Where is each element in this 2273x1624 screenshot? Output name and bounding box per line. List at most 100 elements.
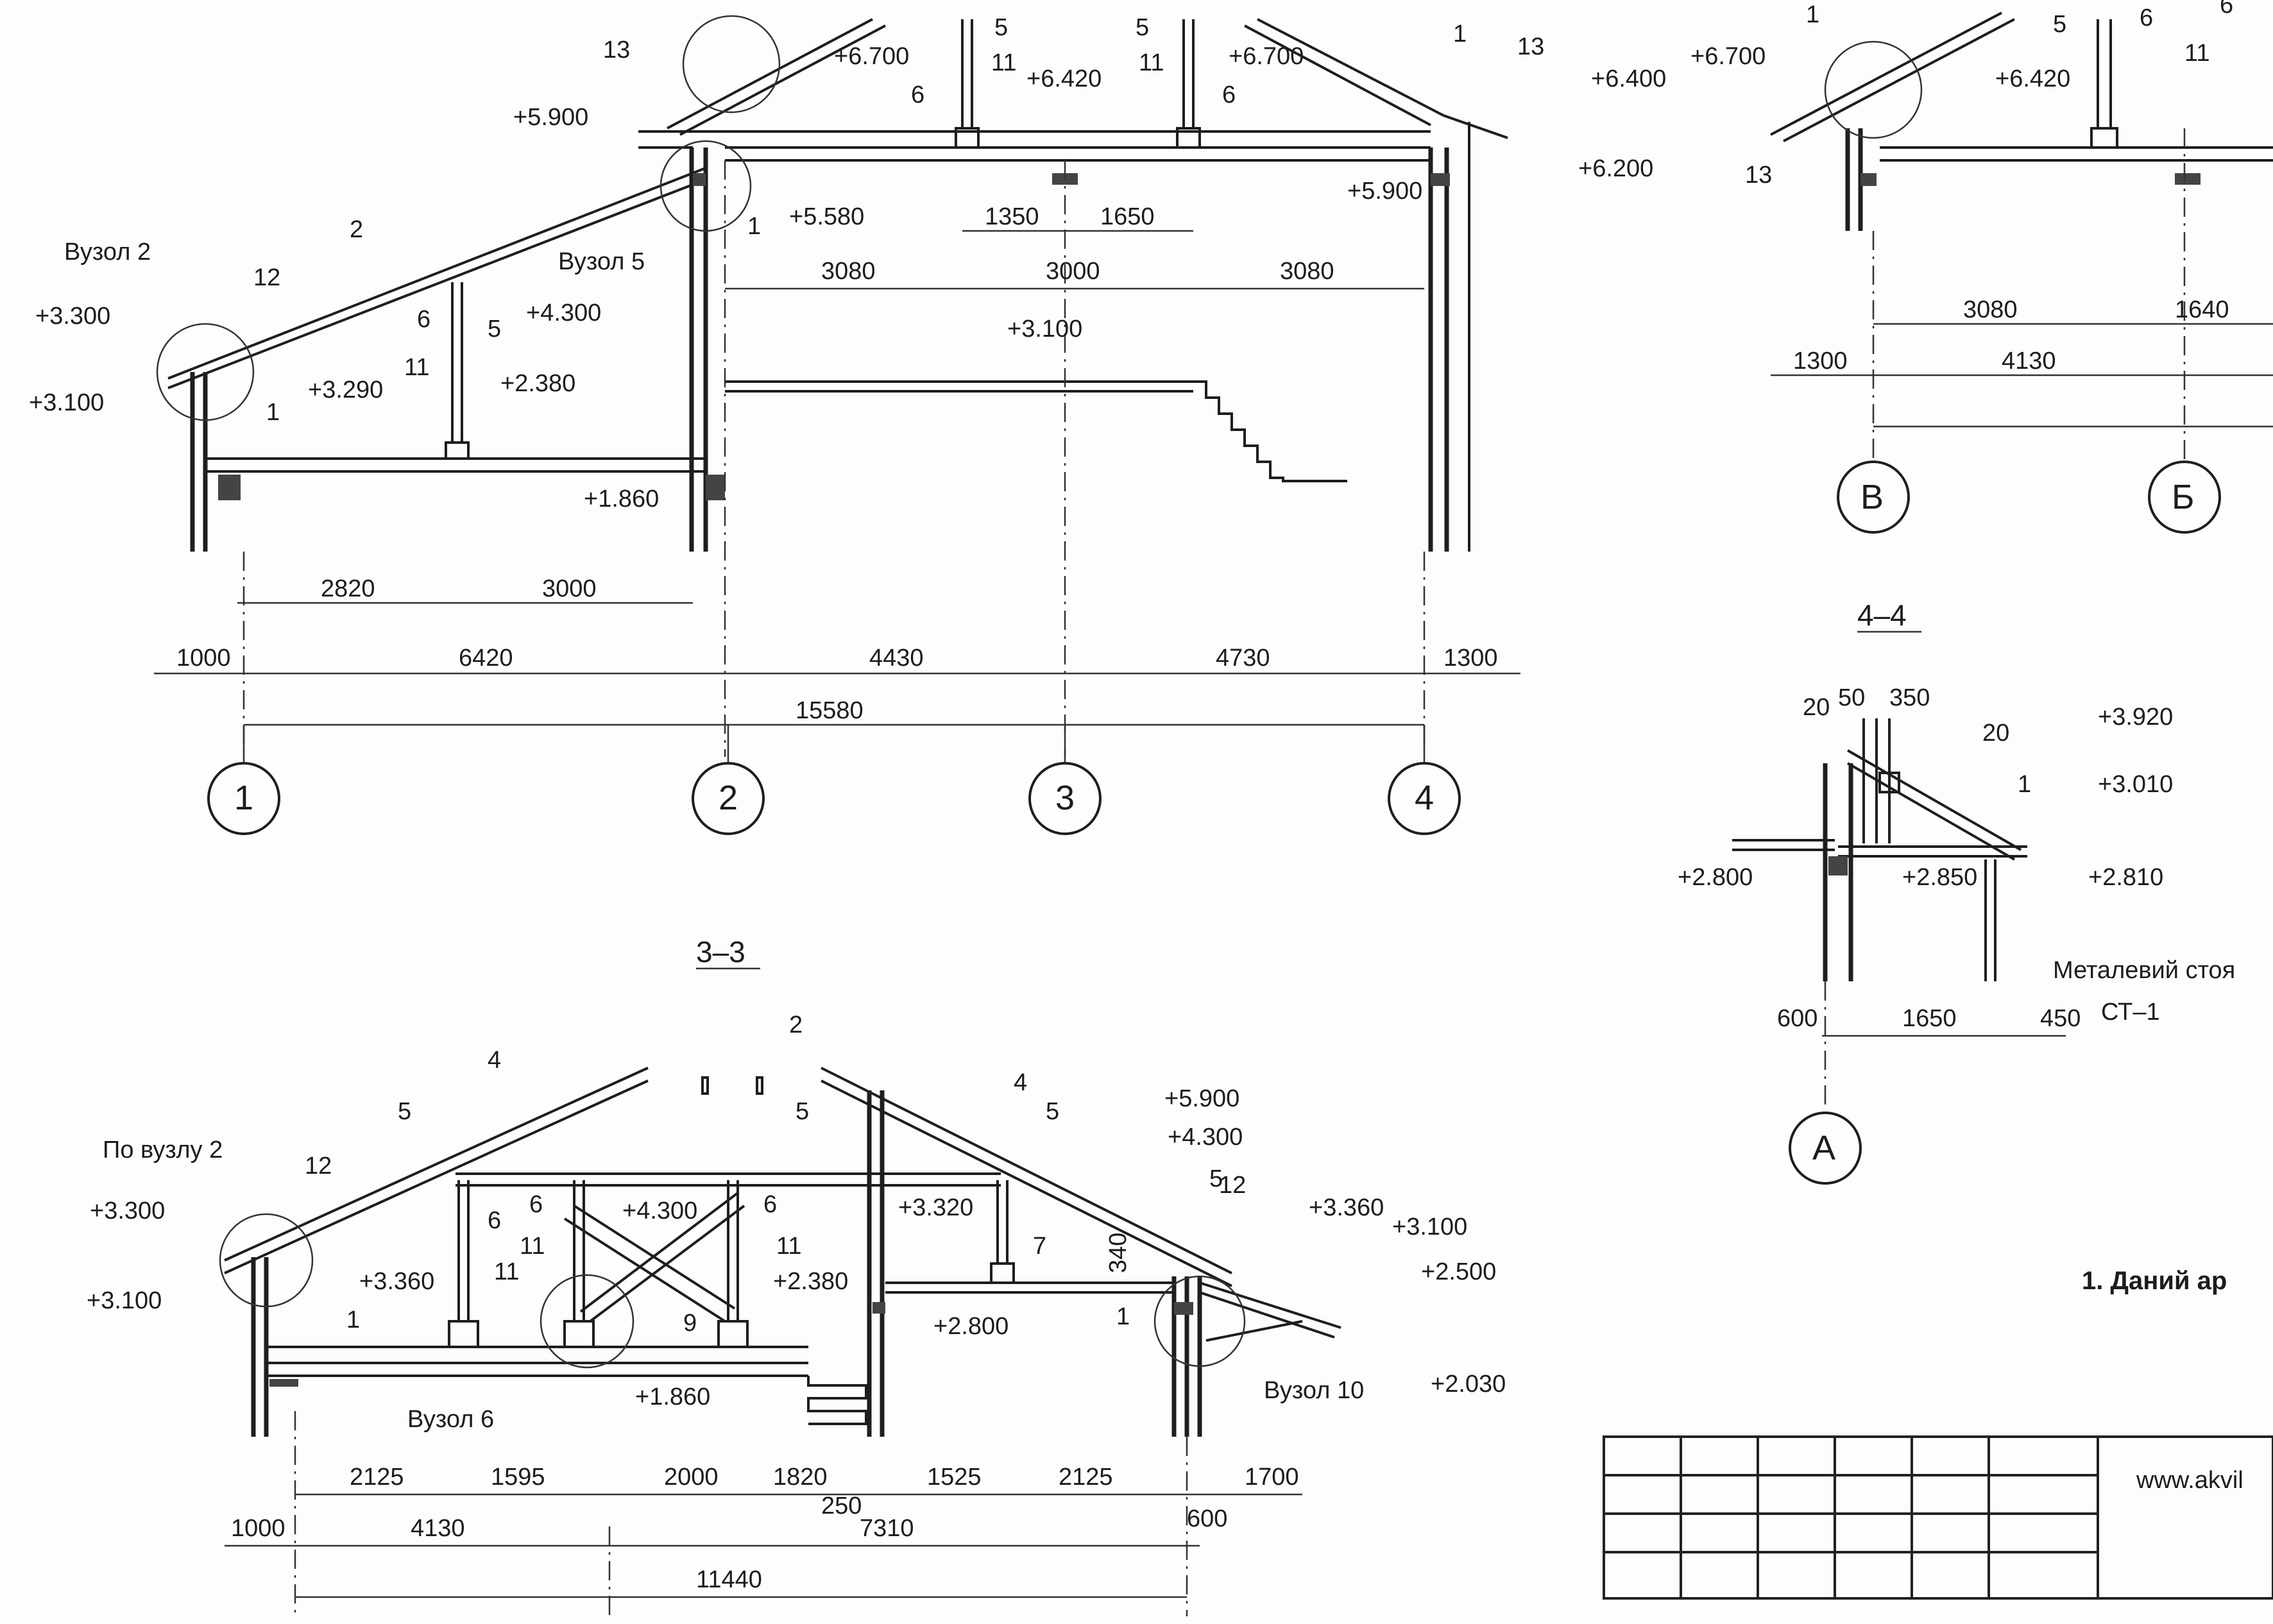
callout: 6 [529, 1191, 543, 1218]
dimension: 1300 [1793, 348, 1848, 375]
level-mark: +6.700 [834, 43, 909, 70]
callout: 11 [494, 1258, 519, 1285]
node-label: Вузол 2 [64, 239, 151, 266]
level-mark: +4.300 [1168, 1124, 1243, 1151]
callout: 4 [488, 1047, 501, 1074]
level-mark: +3.100 [29, 389, 104, 416]
level-mark: +2.850 [1902, 864, 1977, 891]
level-mark: +3.360 [359, 1268, 434, 1295]
callout: 5 [2053, 11, 2066, 38]
callout: 13 [1517, 33, 1544, 60]
level-mark: +3.300 [35, 303, 110, 330]
level-mark: +4.300 [526, 300, 601, 326]
dimension: 1595 [491, 1464, 545, 1491]
post-code: СТ–1 [2101, 999, 2160, 1026]
callout: 9 [683, 1310, 697, 1337]
callout: 1 [2018, 771, 2031, 798]
dimension: 600 [1187, 1505, 1227, 1532]
dimension: 1000 [231, 1515, 285, 1542]
dimension: 1650 [1902, 1005, 1957, 1032]
callout: 6 [417, 306, 430, 333]
section-3-3: 3–3 [219, 935, 1341, 1616]
callout: 11 [404, 354, 429, 381]
callout: 11 [776, 1233, 801, 1260]
callout: 6 [763, 1191, 777, 1218]
dimension: 4730 [1216, 645, 1270, 672]
section-right-top [1770, 12, 2273, 534]
dimension: 340 [1105, 1233, 1132, 1273]
section-4-4: 4–4 [1732, 598, 2066, 1110]
callout: 2 [789, 1011, 803, 1038]
level-mark: +3.290 [308, 376, 383, 403]
level-mark: +5.900 [1347, 178, 1422, 205]
callout: 5 [1136, 14, 1149, 41]
callout: 6 [2220, 0, 2233, 19]
level-mark: +5.900 [513, 104, 588, 131]
node-label: Вузол 5 [558, 248, 645, 275]
dimension: 3000 [1046, 258, 1100, 285]
dimension: 4430 [869, 645, 924, 672]
dimension: 3000 [542, 575, 597, 602]
dimension: 2000 [664, 1464, 719, 1491]
callout: 5 [796, 1098, 809, 1125]
dimension: 1300 [1443, 645, 1498, 672]
level-mark: +6.420 [1026, 65, 1102, 92]
level-mark: +6.200 [1578, 155, 1653, 182]
callout: 11 [2184, 40, 2209, 67]
dimension: 1650 [1100, 203, 1155, 230]
callout: 12 [253, 264, 280, 291]
level-mark: +5.580 [789, 203, 864, 230]
level-mark: +2.030 [1431, 1371, 1506, 1398]
dimension: 2125 [350, 1464, 404, 1491]
axis-label: 1 [234, 779, 253, 817]
section-title: 3–3 [696, 935, 745, 968]
callout: 1 [747, 213, 761, 240]
level-mark: +3.300 [90, 1197, 165, 1224]
dimension: 1350 [985, 203, 1039, 230]
callout: 6 [2140, 4, 2153, 31]
dimension: 1700 [1245, 1464, 1299, 1491]
callout: 5 [1209, 1165, 1223, 1192]
stamp-url: www.akvil [2136, 1467, 2243, 1494]
dimension: 1525 [927, 1464, 982, 1491]
level-mark: +2.810 [2088, 864, 2163, 891]
axis-label: 2 [719, 779, 738, 817]
level-mark: +6.700 [1229, 43, 1304, 70]
node-label: Вузол 10 [1264, 1377, 1364, 1404]
level-mark: +6.400 [1591, 65, 1666, 92]
callout: 4 [1014, 1069, 1027, 1096]
level-mark: +2.800 [1678, 864, 1753, 891]
callout: 2 [350, 216, 363, 243]
callout: 7 [1033, 1233, 1046, 1260]
section-2-2 [154, 15, 1520, 835]
dimension: 2820 [321, 575, 375, 602]
node-label: Вузол 6 [407, 1406, 494, 1433]
callout: 20 [1803, 694, 1830, 721]
callout: 11 [520, 1233, 545, 1260]
axis-label: Б [2172, 478, 2194, 516]
callout: 1 [1116, 1303, 1130, 1330]
level-mark: +3.920 [2098, 704, 2173, 731]
dimension: 350 [1889, 684, 1930, 711]
dimension: 1640 [2175, 296, 2229, 323]
level-mark: +3.360 [1309, 1194, 1384, 1221]
callout: 6 [1222, 81, 1236, 108]
callout: 12 [305, 1153, 332, 1180]
callout: 6 [488, 1207, 501, 1234]
section-2-2-labels: +6.700 +6.420 +6.700 +6.400 +6.200 +5.90… [29, 14, 1666, 817]
callout: 13 [1745, 162, 1772, 189]
dimension-total: 11440 [696, 1566, 762, 1593]
dimension: 1820 [773, 1464, 828, 1491]
post-label: Металевий стоя [2053, 957, 2235, 984]
general-note: 1. Даний ар [2082, 1267, 2227, 1295]
section-4-4-labels: +3.920 +3.010 +2.800 +2.850 +2.810 20 20… [1678, 684, 2235, 1185]
axis-bubble [1789, 1112, 1862, 1185]
callout: 5 [1046, 1098, 1059, 1125]
dimension: 2125 [1059, 1464, 1113, 1491]
section-title: 4–4 [1857, 598, 1907, 632]
callout: 1 [1453, 21, 1467, 47]
dimension: 4130 [2002, 348, 2056, 375]
dimension: 3080 [821, 258, 876, 285]
callout: 5 [398, 1098, 411, 1125]
